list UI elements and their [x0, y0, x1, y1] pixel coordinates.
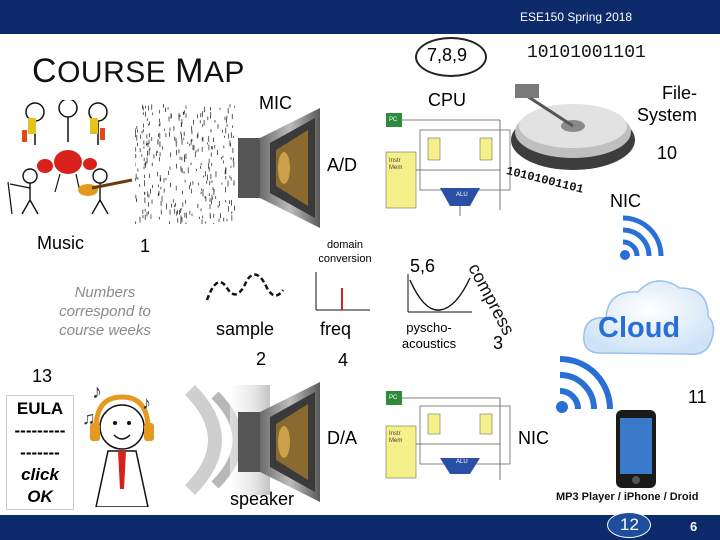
psychoacoustics-line-2: acoustics [401, 336, 457, 351]
week-10-label: 10 [657, 143, 678, 163]
week-3-label: 3 [493, 333, 504, 353]
eula-text: EULA --------- ------- click OK [7, 396, 73, 508]
numbers-note: Numbers correspond to course weeks [40, 283, 170, 340]
ad-label: A/D [327, 155, 358, 175]
week-56-label: 5,6 [410, 256, 436, 276]
week-11-label: 11 [688, 387, 707, 407]
instr-mem-line-2: Mem [389, 165, 403, 171]
hearing-curve-icon [404, 272, 474, 316]
alu-label-bottom: ALU [456, 459, 468, 465]
hard-disk-icon [505, 74, 640, 174]
eula-click[interactable]: click [21, 465, 59, 484]
nic-bottom-label: NIC [518, 428, 549, 448]
mp3-label: MP3 Player / iPhone / Droid [556, 491, 699, 503]
week-13-label: 13 [32, 366, 53, 386]
eula-line-2: --------- [14, 421, 66, 440]
cpu-diagram-bottom [320, 388, 520, 488]
week-1-label: 1 [140, 236, 151, 256]
microphone-speaker-icon [230, 108, 325, 228]
title-cap-1: C [32, 52, 58, 90]
title-rest-1: OURSE [57, 56, 167, 89]
title-cap-2: M [175, 52, 204, 90]
freq-label: freq [320, 319, 352, 339]
course-label: ESE150 Spring 2018 [520, 10, 633, 24]
band-musicians-icon [0, 98, 140, 220]
sine-wave-icon [205, 270, 285, 306]
domain-conversion-label: domain conversion [315, 238, 375, 266]
speaker-icon [230, 382, 325, 502]
music-note-icon-2: ♫ [82, 408, 96, 428]
cpu-diagram-top [320, 110, 520, 220]
filesystem-line-1: File- [662, 83, 698, 103]
instr-mem-bottom-line-1: Instr [389, 431, 401, 437]
week-4-label: 4 [338, 350, 349, 370]
eula-ok[interactable]: OK [27, 487, 53, 506]
top-bar [0, 0, 720, 34]
pc-label-top: PC [389, 117, 398, 123]
psychoacoustics-line-1: pyscho- [406, 320, 452, 335]
instr-mem-line-1: Instr [389, 158, 401, 164]
bottom-bar [0, 515, 720, 540]
page-title: COURSE MAP [32, 52, 245, 91]
da-label: D/A [327, 428, 358, 448]
spectrum-icon [312, 270, 372, 314]
nic-top-label: NIC [610, 191, 641, 211]
binary-top: 10101001101 [527, 43, 646, 63]
sound-noise-image [134, 104, 236, 227]
week-789-oval [415, 37, 487, 77]
domain-conversion-line-1: domain [326, 239, 364, 251]
headphones-listener-icon [78, 385, 166, 508]
psychoacoustics-label: pyscho- acoustics [388, 320, 470, 352]
week-12-label: 12 [620, 515, 639, 534]
cloud-icon [580, 268, 718, 373]
speaker-label: speaker [230, 489, 295, 509]
instr-mem-bottom-line-2: Mem [389, 438, 403, 444]
pc-label-bottom: PC [389, 395, 398, 401]
filesystem-line-2: System [637, 105, 698, 125]
numbers-note-line-3: course weeks [59, 322, 151, 339]
music-note-icon-3: ♪ [142, 393, 151, 413]
slide-number: 6 [690, 519, 698, 534]
cloud-label: Cloud [598, 312, 681, 344]
instr-mem-label-bottom: Instr Mem [389, 431, 402, 445]
phone-icon [612, 408, 660, 490]
eula-line-1: EULA [16, 399, 64, 418]
eula-box[interactable]: EULA --------- ------- click OK [6, 395, 74, 510]
week-2-label: 2 [256, 349, 267, 369]
title-rest-2: AP [203, 56, 245, 89]
numbers-note-line-1: Numbers [74, 284, 136, 301]
numbers-note-line-2: correspond to [59, 303, 151, 320]
mic-label: MIC [259, 93, 292, 113]
music-note-icon: ♪ [92, 381, 102, 403]
sample-label: sample [216, 319, 275, 339]
pc-block-top [386, 113, 402, 127]
cpu-label: CPU [428, 90, 467, 110]
music-label: Music [37, 233, 85, 253]
week-789-label: 7,8,9 [427, 45, 468, 65]
instr-mem-label-top: Instr Mem [389, 158, 402, 172]
domain-conversion-line-2: conversion [318, 253, 372, 265]
eula-line-3: ------- [20, 443, 60, 462]
wifi-icon [615, 210, 675, 265]
week-12-oval [607, 512, 651, 538]
alu-label-top: ALU [456, 192, 468, 198]
filesystem-label: File- System [637, 82, 697, 126]
wifi-icon-bottom [550, 345, 625, 420]
